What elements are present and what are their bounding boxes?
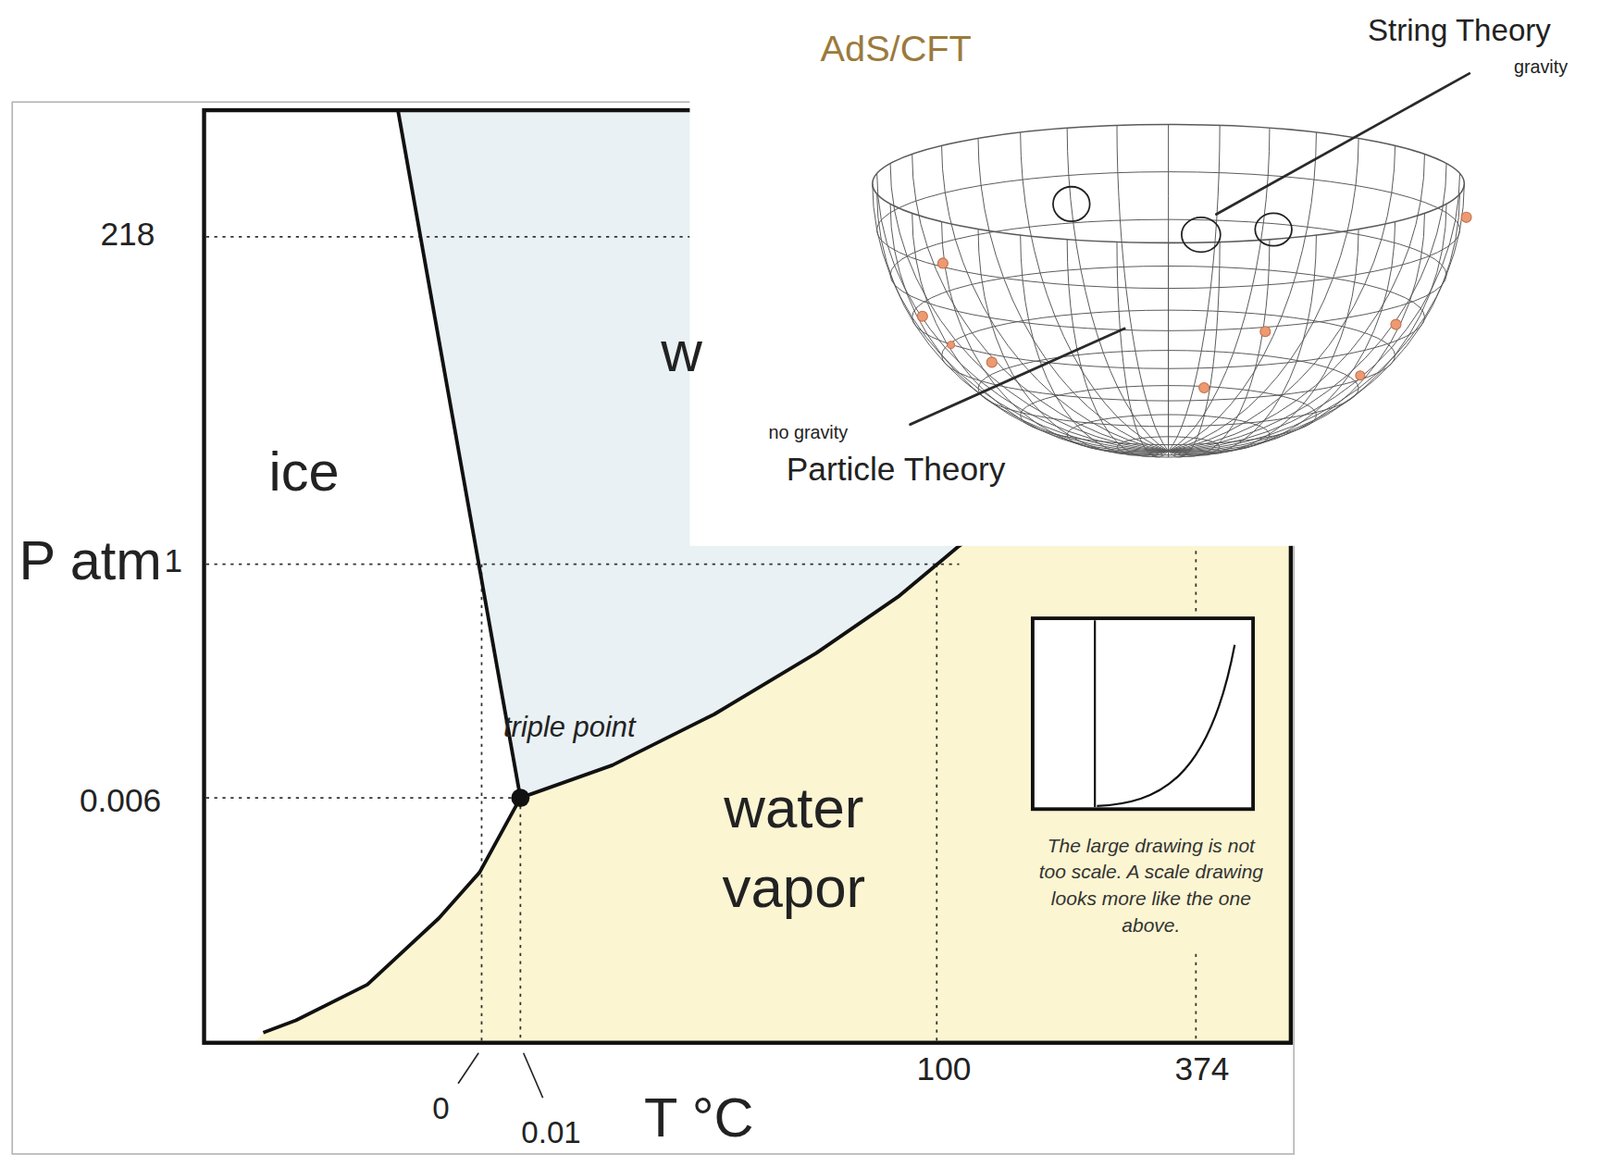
theory-sublabel: gravity [1513,56,1568,79]
grid-meridian [912,212,1169,453]
grid-meridian [1168,235,1317,457]
grid-meridian [877,173,1169,451]
scale-inset [1032,618,1253,809]
string-loops [1053,186,1292,253]
axis-value: 100 [917,1049,972,1089]
grid-meridian [1167,124,1169,452]
grid-meridian [1020,235,1169,457]
axis-title: T °C [644,1084,755,1151]
inset-caption: The large drawing is not too scale. A sc… [1036,832,1266,940]
grid-meridian [890,163,1168,452]
grid-meridian [1168,127,1270,451]
theory-label: Particle Theory [786,449,1006,489]
grid-meridian [978,137,1169,451]
grid-meridian [1168,203,1447,452]
grid-meridian [1168,145,1396,451]
grid-meridian [872,183,1169,451]
phase-label: ice [269,438,340,505]
phase-label: water vapor [666,768,922,928]
ads-bowl [872,124,1465,459]
grid-meridian [1020,132,1169,451]
grid-meridian [1168,153,1426,451]
grid-meridian [877,194,1169,452]
grid-meridian [1168,137,1360,451]
tick-leaders [458,1053,544,1099]
overlay-panel [689,0,1600,546]
boundary-particles [917,211,1472,393]
phase-label: w [660,317,703,386]
grid-meridian [1168,124,1221,451]
axis-value: 374 [1175,1049,1230,1089]
axis-value: 1 [164,541,184,581]
overlay-title: AdS/CFT [820,26,972,72]
grid-meridian [1168,239,1270,458]
grid-meridian [890,203,1168,452]
grid-meridian [1168,163,1447,452]
theory-sublabel: no gravity [768,421,848,445]
grid-meridian [1168,212,1426,453]
axis-value: 0.01 [520,1114,581,1152]
grid-meridian [1168,173,1461,451]
grid-meridian [1116,124,1169,451]
theory-label: String Theory [1367,12,1551,50]
axis-value: 218 [99,214,155,254]
overlay-leaders [910,73,1470,424]
triple-point-dot [510,788,530,807]
grid-meridian [1168,132,1317,451]
axis-value: 0 [432,1090,449,1128]
axis-value: 0.006 [79,781,162,820]
grid-meridian [942,145,1169,451]
axis-title: P atm [3,520,178,602]
point-label: triple point [493,706,646,748]
